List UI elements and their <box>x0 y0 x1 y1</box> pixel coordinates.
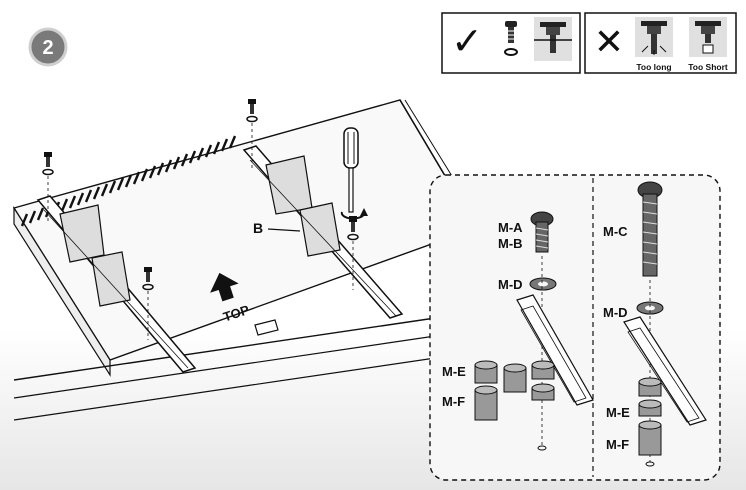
screw-hole <box>645 461 655 467</box>
rotate-arrow-icon <box>340 208 368 220</box>
screwdriver-icon <box>343 127 359 213</box>
cross-icon: ✕ <box>594 22 624 63</box>
bracket-inner <box>520 305 587 403</box>
screw-too-short-icon <box>689 17 727 57</box>
legend-correct: ✓ <box>441 12 581 74</box>
screw-in-hole-icon <box>534 17 572 61</box>
screw-icon <box>42 152 54 222</box>
screw-icon <box>637 181 663 277</box>
screw-icon <box>246 99 258 168</box>
too-short-label: Too Short <box>688 62 728 72</box>
bracket-icon <box>36 195 197 373</box>
port-cutout <box>254 319 279 336</box>
washer-hole <box>645 305 655 311</box>
screw-too-long-icon <box>635 17 673 57</box>
part-label-m-c: M-C <box>603 224 628 239</box>
too-long-label: Too long <box>636 62 671 72</box>
washer-icon <box>504 48 518 56</box>
up-arrow-icon <box>210 272 239 302</box>
part-label-m-e: M-E <box>442 364 466 379</box>
screw-hole <box>537 445 547 451</box>
part-label-m-f: M-F <box>606 437 629 452</box>
bracket-label: B <box>253 220 263 236</box>
part-label-m-d: M-D <box>603 305 628 320</box>
checkmark-icon: ✓ <box>451 19 483 63</box>
detail-left: M-A M-B M-D M-E M-F <box>442 211 594 451</box>
screw-icon <box>142 267 154 340</box>
part-label-m-e: M-E <box>606 405 630 420</box>
part-label-m-b: M-B <box>498 236 523 251</box>
part-label-m-f: M-F <box>442 394 465 409</box>
spacer-icon <box>638 377 662 456</box>
legend-incorrect: ✕ Too long Too Short <box>584 12 737 74</box>
screw-icon <box>530 211 554 253</box>
step-badge-icon: 2 <box>28 27 68 67</box>
spacer-icon <box>474 360 555 421</box>
part-label-m-a: M-A <box>498 220 523 235</box>
detail-callout <box>429 174 721 481</box>
washer-hole <box>538 281 548 287</box>
bracket-inner <box>627 327 700 423</box>
detail-right: M-C M-D M-E M-F <box>603 181 707 467</box>
screw-icon <box>505 21 517 43</box>
step-number: 2 <box>42 37 53 59</box>
bracket-leader-line <box>267 228 301 232</box>
part-label-m-d: M-D <box>498 277 523 292</box>
